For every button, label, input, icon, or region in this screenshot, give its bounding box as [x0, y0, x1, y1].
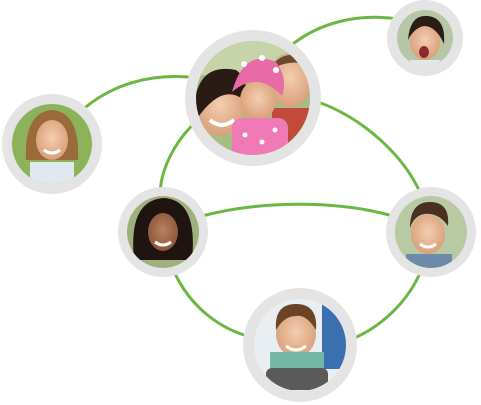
- link-boy-toddler: [342, 266, 424, 344]
- link-mother-toddler: [170, 265, 258, 340]
- woman-photo-icon: [12, 104, 92, 184]
- boy-node[interactable]: [386, 187, 476, 277]
- link-mother-boy: [196, 202, 398, 219]
- family-node[interactable]: [185, 30, 321, 168]
- girl-photo-icon: [397, 10, 453, 66]
- link-family-mother: [158, 118, 200, 198]
- grandmother-node[interactable]: [2, 94, 102, 194]
- woman-photo-icon: [127, 196, 199, 268]
- mother-node[interactable]: [118, 187, 208, 277]
- link-grandma-family: [78, 75, 200, 114]
- girl-node[interactable]: [387, 0, 463, 76]
- link-family-girl: [286, 15, 406, 50]
- link-family-boy: [310, 98, 424, 199]
- toddler-photo-icon: [254, 299, 346, 391]
- boy-photo-icon: [395, 196, 467, 268]
- toddler-node[interactable]: [243, 288, 357, 402]
